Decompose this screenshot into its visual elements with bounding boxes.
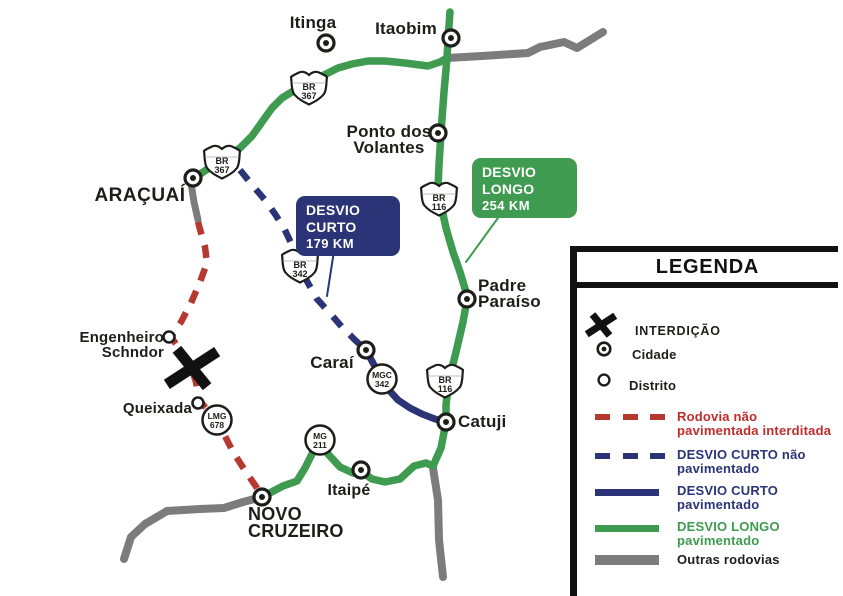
label-itaobim: Itaobim <box>375 19 437 38</box>
shield-lmg-678: LMG 678 <box>201 404 233 436</box>
label-itaipe: Itaipé <box>327 482 371 499</box>
city-marker-itinga <box>316 33 336 53</box>
label-queixada: Queixada <box>122 400 192 417</box>
label-line: CRUZEIRO <box>248 521 344 541</box>
callout-title: DESVIO LONGO <box>482 164 537 197</box>
callout-desvio-longo: DESVIO LONGO 254 KM <box>472 158 577 218</box>
label-novo-cruzeiro: NOVO CRUZEIRO <box>248 504 344 541</box>
legend-label-outras-rodovias: Outras rodovias <box>677 552 780 567</box>
district-marker-engenheiro-schndor <box>162 330 176 344</box>
svg-text:BR: BR <box>439 375 452 385</box>
legend-label-rodovia-interditada: Rodovia não pavimentada interditada <box>677 410 831 438</box>
label-line: pavimentado <box>677 497 760 512</box>
city-marker-carai <box>356 340 376 360</box>
callout-distance: 254 KM <box>482 198 530 213</box>
city-marker-itaobim <box>441 28 461 48</box>
label-catuji: Catuji <box>458 412 507 431</box>
road-other-south <box>429 464 447 581</box>
legend-title: LEGENDA <box>655 256 760 278</box>
road-desvio-longo-south <box>258 437 437 501</box>
svg-text:BR: BR <box>294 260 307 270</box>
svg-text:BR: BR <box>303 82 316 92</box>
svg-text:BR: BR <box>433 193 446 203</box>
label-line: Paraíso <box>478 292 541 311</box>
shield-br-116-north: BR 116 <box>419 181 459 217</box>
svg-text:367: 367 <box>301 91 316 101</box>
label-ponto-dos-volantes: Ponto dos Volantes <box>346 122 432 157</box>
road-interdicted-red-dashed <box>167 221 265 499</box>
road-desvio-longo-br116 <box>429 8 471 470</box>
shield-br-116-south: BR 116 <box>425 363 465 399</box>
legend-panel: LEGENDA INTERDIÇÃO Cidade Distrito Rodov… <box>570 246 838 596</box>
callout-title: DESVIO CURTO <box>306 202 361 235</box>
label-line: DESVIO CURTO não <box>677 447 806 462</box>
legend-city-icon <box>596 341 612 357</box>
label-engenheiro-schndor: Engenheiro Schndor <box>64 330 164 360</box>
label-line: pavimentado <box>677 533 760 548</box>
svg-text:678: 678 <box>210 420 224 430</box>
legend-interdiction-icon <box>584 312 618 338</box>
svg-text:342: 342 <box>292 269 307 279</box>
label-line: Ponto dos <box>346 122 432 141</box>
svg-text:116: 116 <box>432 202 447 212</box>
city-marker-ponto-dos-volantes <box>428 123 448 143</box>
city-marker-catuji <box>436 412 456 432</box>
legend-swatch-blue-dashed <box>595 453 665 459</box>
city-marker-itaipe <box>351 460 371 480</box>
legend-label-desvio-curto-nao-pav: DESVIO CURTO não pavimentado <box>677 448 806 476</box>
road-desvio-curto-dashed <box>237 167 369 353</box>
legend-separator <box>577 282 838 288</box>
label-line: DESVIO CURTO <box>677 483 779 498</box>
city-marker-novo-cruzeiro <box>252 487 272 507</box>
svg-text:211: 211 <box>313 440 327 450</box>
callout-desvio-curto: DESVIO CURTO 179 KM <box>296 196 400 256</box>
city-markers <box>162 28 477 507</box>
svg-text:MG: MG <box>313 431 327 441</box>
legend-label-interdicao: INTERDIÇÃO <box>635 324 721 338</box>
label-line: NOVO <box>248 504 302 524</box>
shield-br-367-west: BR 367 <box>202 144 242 180</box>
svg-text:MGC: MGC <box>372 370 392 380</box>
legend-district-icon <box>597 373 611 387</box>
legend-label-cidade: Cidade <box>632 347 677 362</box>
label-line: Rodovia não <box>677 409 758 424</box>
svg-text:342: 342 <box>375 379 389 389</box>
city-marker-aracuai <box>183 168 203 188</box>
road-other-aracuai-stub <box>187 179 202 224</box>
legend-swatch-green-solid <box>595 525 659 532</box>
shield-mgc-342: MGC 342 <box>366 363 398 395</box>
svg-text:LMG: LMG <box>208 411 227 421</box>
legend-label-desvio-longo-pav: DESVIO LONGO pavimentado <box>677 520 780 548</box>
callout-distance: 179 KM <box>306 236 354 251</box>
district-marker-queixada <box>191 396 205 410</box>
label-carai: Caraí <box>310 353 354 372</box>
interdiction-x-icon <box>163 345 221 391</box>
city-marker-padre-paraiso <box>457 289 477 309</box>
legend-swatch-blue-solid <box>595 489 659 496</box>
road-other-east <box>443 28 607 62</box>
legend-label-distrito: Distrito <box>629 378 677 393</box>
legend-label-desvio-curto-pav: DESVIO CURTO pavimentado <box>677 484 778 512</box>
label-line: Schndor <box>101 344 164 361</box>
shield-br-367-north: BR 367 <box>289 70 329 106</box>
label-padre-paraiso: Padre Paraíso <box>478 276 541 311</box>
legend-swatch-red-dashed <box>595 414 665 420</box>
label-line: Padre <box>478 276 527 295</box>
label-line: Volantes <box>353 138 425 157</box>
label-line: Engenheiro <box>79 329 164 346</box>
road-other-southwest <box>120 493 266 563</box>
label-line: pavimentada interditada <box>677 423 832 438</box>
label-line: DESVIO LONGO <box>677 519 780 534</box>
svg-text:BR: BR <box>216 156 229 166</box>
legend-swatch-gray-solid <box>595 555 659 565</box>
label-line: pavimentado <box>677 461 760 476</box>
svg-text:367: 367 <box>214 165 229 175</box>
shield-mg-211: MG 211 <box>304 424 336 456</box>
svg-text:116: 116 <box>438 384 453 394</box>
label-aracuai: ARAÇUAÍ <box>94 185 186 206</box>
label-itinga: Itinga <box>289 13 337 32</box>
